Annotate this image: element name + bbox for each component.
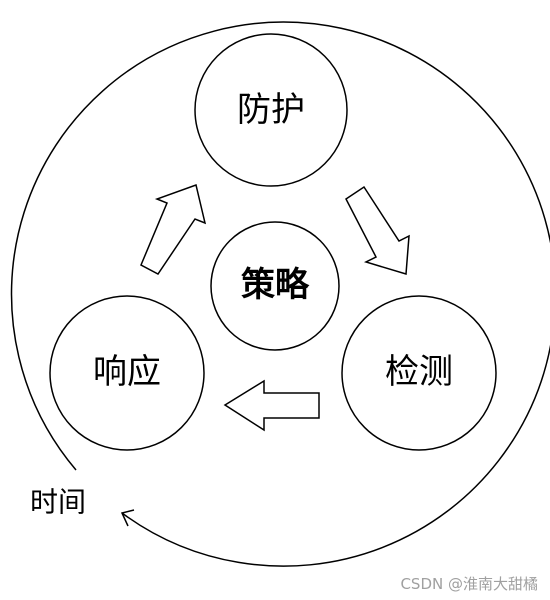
- outer-time-arc: [10, 21, 550, 567]
- node-top-label: 防护: [237, 90, 305, 130]
- node-left-circle: [49, 295, 205, 451]
- arrow-detect-to-response: [223, 379, 320, 432]
- node-right-circle: [341, 295, 497, 451]
- node-left-label: 响应: [93, 352, 161, 392]
- outer-time-label: 时间: [30, 486, 86, 519]
- node-center-circle: [210, 221, 340, 351]
- node-top-circle: [194, 33, 348, 187]
- node-right-label: 检测: [385, 352, 453, 392]
- arrow-response-to-protect: [140, 184, 207, 275]
- node-center-label: 策略: [241, 265, 310, 305]
- arrow-protect-to-detect: [345, 185, 410, 275]
- outer-time-arrowhead: [120, 509, 135, 527]
- watermark: CSDN @淮南大甜橘: [400, 575, 538, 593]
